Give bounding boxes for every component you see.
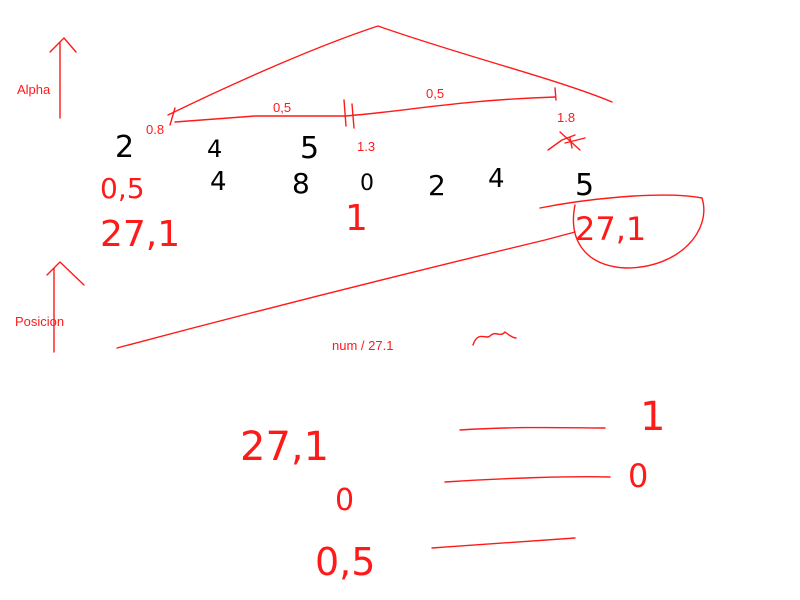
bottom-number-2: 4: [210, 167, 227, 197]
top-number-3: 5: [300, 131, 319, 166]
map-line-3: [431, 537, 576, 549]
middle-value: 1: [345, 198, 368, 239]
map-input-1: 27,1: [240, 424, 329, 470]
map-output-2: 0: [628, 457, 648, 495]
map-input-2: 0: [335, 483, 354, 518]
bottom-number-7: 5: [575, 168, 594, 203]
alpha-label: Alpha: [17, 82, 51, 97]
value-1-3: 1.3: [357, 139, 376, 154]
circle-highlight: [539, 194, 705, 269]
map-output-1: 1: [640, 394, 665, 440]
small-squiggle: [472, 331, 517, 346]
roof-line: [167, 25, 613, 116]
bottom-number-6: 4: [488, 164, 505, 194]
map-line-1: [459, 426, 606, 431]
tick-left: [169, 107, 176, 126]
value-0-8: 0.8: [146, 122, 165, 137]
left-total: 27,1: [100, 214, 180, 255]
bottom-number-5: 2: [428, 169, 446, 202]
top-number-1: 2: [115, 130, 134, 165]
segment-0-5-right: 0,5: [426, 86, 445, 101]
value-1-8: 1.8: [557, 110, 576, 125]
position-line: [116, 231, 576, 349]
tick-middle: [343, 99, 355, 129]
scribble-mark: [547, 131, 586, 151]
map-input-3: 0,5: [315, 540, 375, 584]
alpha-scale-line: [174, 96, 556, 123]
bottom-number-4: 0: [360, 171, 374, 196]
formula-label: num / 27.1: [332, 338, 394, 353]
bottom-number-3: 8: [292, 167, 310, 200]
bottom-number-1: 0,5: [100, 172, 145, 205]
posicion-axis-arrow: [46, 261, 85, 353]
segment-0-5-left: 0,5: [273, 100, 292, 115]
tick-right: [554, 87, 557, 101]
posicion-label: Posicion: [15, 314, 65, 329]
map-line-2: [444, 476, 611, 483]
right-total: 27,1: [575, 210, 646, 248]
top-number-2: 4: [207, 135, 222, 163]
alpha-axis-arrow: [49, 37, 77, 119]
